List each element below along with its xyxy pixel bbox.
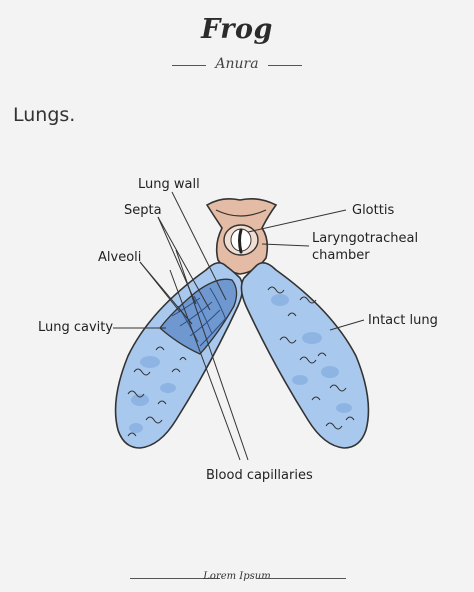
leader-lines [113,191,365,461]
footer: Lorem Ipsum [0,571,474,587]
label-intact-lung: Intact lung [368,313,438,328]
leader-blood-capillaries-2 [169,269,241,461]
label-blood-capillaries: Blood capillaries [206,468,313,483]
subtitle-rule-left [172,65,206,66]
leader-alveoli-2 [139,261,193,325]
section-heading: Lungs. [13,104,76,126]
glottis-structure [205,198,278,275]
leader-septa-2 [157,216,211,311]
label-septa: Septa [124,203,162,218]
page-title: Frog [201,14,273,45]
label-lung-cavity: Lung cavity [38,320,114,335]
leader-glottis [247,209,347,233]
footer-rule-left [130,578,220,579]
left-lung [114,262,244,449]
right-lung [240,262,370,449]
label-alveoli: Alveoli [98,250,142,265]
page-subtitle: Anura [215,56,259,72]
subtitle-rule-right [268,65,302,66]
subtitle-row: Anura [0,56,474,76]
footer-text: Lorem Ipsum [203,571,271,582]
leader-lung-wall [171,191,227,301]
leader-laryngotracheal [261,243,310,247]
leader-intact-lung [329,319,365,331]
label-laryngotracheal-chamber: Laryngotracheal chamber [312,231,419,263]
label-glottis: Glottis [352,203,395,218]
footer-rule-right [256,578,346,579]
leader-blood-capillaries-1 [175,249,249,461]
label-lung-wall: Lung wall [138,177,200,192]
